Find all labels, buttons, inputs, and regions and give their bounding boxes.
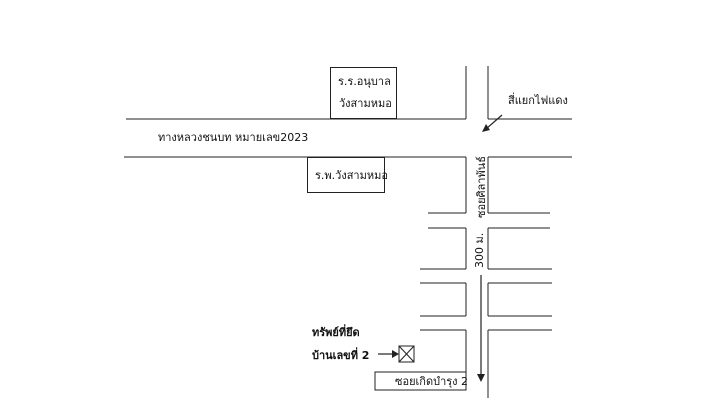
school-box: ร.ร.อนุบาล วังสามหมอ	[330, 67, 397, 119]
school-name-line1: ร.ร.อนุบาล	[338, 75, 391, 88]
hospital-name: ร.พ.วังสามหมอ	[315, 169, 388, 182]
intersection-label: สี่แยกไฟแดง	[508, 94, 568, 107]
school-name-line2: วังสามหมอ	[339, 97, 392, 110]
intersection-arrow	[485, 114, 503, 130]
property-title: ทรัพย์ที่ยึด	[312, 326, 360, 339]
soi-koetbamrung-road	[374, 371, 467, 391]
hospital-box: ร.พ.วังสามหมอ	[307, 157, 388, 193]
property-marker	[398, 345, 415, 363]
soi-koetbamrung-label: ซอยเกิดบำรุง 2	[395, 375, 469, 388]
distance-label: 300 ม.	[473, 232, 486, 268]
property-house-number: บ้านเลขที่ 2	[312, 349, 370, 362]
highway-label: ทางหลวงชนบท หมายเลข2023	[158, 131, 309, 144]
soi-silapan-label: ซอยศิลาพันธ์	[475, 156, 488, 218]
